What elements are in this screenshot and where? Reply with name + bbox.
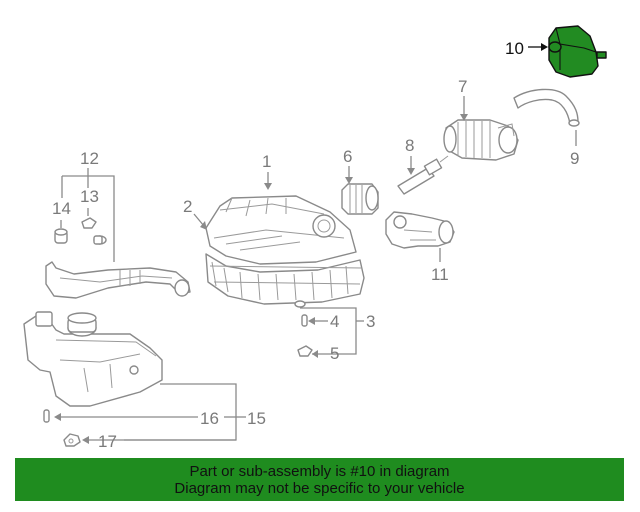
callout-5[interactable]: 5 [330, 344, 339, 363]
banner-line-1: Part or sub-assembly is #10 in diagram [189, 462, 450, 480]
part-12-inlet-duct[interactable] [45, 261, 191, 299]
part-5-clamp[interactable] [297, 345, 313, 357]
part-13-clip[interactable] [81, 208, 97, 229]
part-6-connector[interactable] [341, 183, 379, 215]
banner-line-2: Diagram may not be specific to your vehi… [174, 479, 465, 497]
callout-2[interactable]: 2 [183, 197, 192, 216]
info-banner: Part or sub-assembly is #10 in diagram D… [15, 458, 624, 501]
part-16-clip[interactable] [43, 409, 50, 423]
callout-4[interactable]: 4 [330, 312, 339, 331]
callout-13[interactable]: 13 [80, 187, 99, 206]
part-9-hose[interactable] [513, 88, 580, 127]
part-11-intake-elbow[interactable] [385, 211, 455, 249]
parts-diagram: 10 9 7 8 6 11 [23, 25, 607, 451]
part-2-cleaner-case[interactable] [205, 253, 365, 308]
part-7-flow-meter[interactable] [443, 119, 519, 161]
callout-1[interactable]: 1 [262, 152, 271, 171]
callout-10[interactable]: 10 [505, 39, 524, 58]
callout-7[interactable]: 7 [458, 77, 467, 96]
part-13-grommet[interactable] [93, 235, 107, 245]
callout-8[interactable]: 8 [405, 136, 414, 155]
part-14-cap[interactable] [54, 220, 68, 244]
callout-11[interactable]: 11 [431, 265, 449, 284]
callout-15[interactable]: 15 [247, 409, 266, 428]
callout-3[interactable]: 3 [366, 312, 375, 331]
callout-16[interactable]: 16 [200, 409, 219, 428]
part-15-resonator-tank[interactable] [23, 311, 163, 407]
part-1-cleaner-cap[interactable] [205, 195, 357, 265]
part-4-clip[interactable] [301, 314, 308, 327]
part-10-resonator[interactable] [548, 25, 607, 78]
callout-14[interactable]: 14 [52, 199, 71, 218]
callout-12[interactable]: 12 [80, 149, 99, 168]
callout-17[interactable]: 17 [98, 432, 117, 451]
part-17-clamp[interactable] [63, 433, 81, 447]
callout-6[interactable]: 6 [343, 147, 352, 166]
callout-9[interactable]: 9 [570, 149, 579, 168]
part-8-sensor[interactable] [397, 155, 449, 195]
